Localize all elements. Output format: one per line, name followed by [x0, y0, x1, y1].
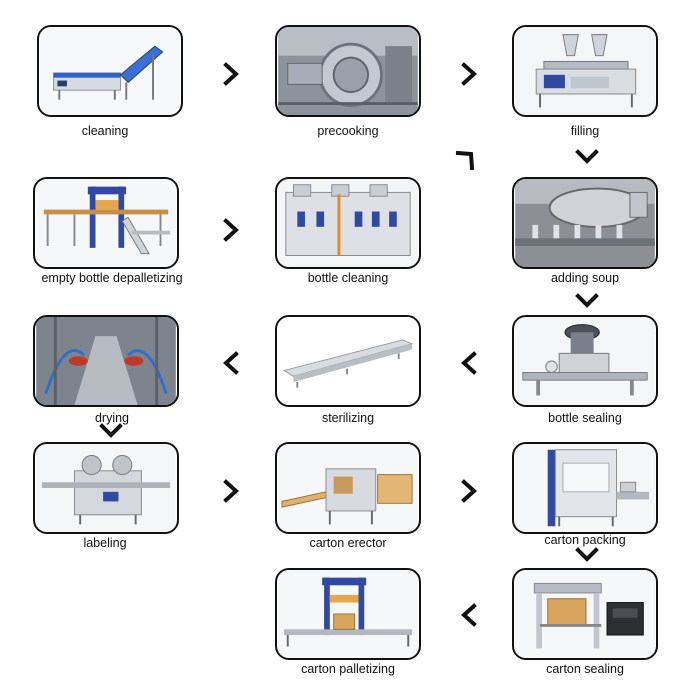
labeler-icon	[36, 444, 176, 532]
arrow-adding-soup-to-bottle-sealing	[575, 290, 599, 312]
case-packer-icon	[515, 444, 655, 532]
step-label: adding soup	[550, 271, 620, 285]
arrow-carton-sealing-to-carton-palletizing	[458, 603, 480, 627]
arrow-bottle-sealing-to-sterilizing	[458, 351, 480, 375]
conveyor-washer-icon	[40, 27, 180, 115]
arrow-carton-packing-to-carton-sealing	[575, 544, 599, 566]
filling-image	[512, 25, 658, 117]
dryer-tunnel-icon	[36, 317, 176, 405]
step-label: cleaning	[81, 124, 129, 138]
carton-palletizing-image	[275, 568, 421, 660]
arrow-carton-erector-to-carton-packing	[458, 479, 480, 503]
step-label: filling	[570, 124, 600, 138]
arrow-precooking-to-filling	[458, 62, 480, 86]
bottle-cleaning-image	[275, 177, 421, 269]
carton-sealer-icon	[515, 570, 655, 658]
step-label: drying	[94, 411, 130, 425]
soup-filler-icon	[515, 179, 655, 267]
step-label: carton sealing	[546, 662, 624, 676]
palletizer-icon	[278, 570, 418, 658]
step-label: carton packing	[544, 533, 626, 547]
depalletizer-icon	[36, 179, 176, 267]
arrow-sterilizing-to-drying	[220, 351, 242, 375]
arrow-bottle-cleaning-to-adding-soup	[455, 150, 477, 172]
sterilizing-image	[275, 315, 421, 407]
sterilizer-conveyor-icon	[278, 317, 418, 405]
capper-icon	[515, 317, 655, 405]
adding-soup-image	[512, 177, 658, 269]
carton-erector-image	[275, 442, 421, 534]
labeling-image	[33, 442, 179, 534]
arrow-labeling-to-carton-erector	[220, 479, 242, 503]
cleaning-image	[37, 25, 183, 117]
step-label: carton erector	[309, 536, 387, 550]
arrow-cleaning-to-precooking	[220, 62, 242, 86]
carton-sealing-image	[512, 568, 658, 660]
step-label: labeling	[83, 536, 127, 550]
step-label: empty bottle depalletizing	[41, 271, 183, 285]
filling-machine-icon	[515, 27, 655, 115]
bottle-washer-icon	[278, 179, 418, 267]
step-label: bottle cleaning	[307, 271, 389, 285]
empty-bottle-depalletizing-image	[33, 177, 179, 269]
bottle-sealing-image	[512, 315, 658, 407]
step-label: precooking	[317, 124, 379, 138]
arrow-filling-to-adding-soup	[575, 146, 599, 168]
precooker-icon	[278, 27, 418, 115]
carton-erector-icon	[278, 444, 418, 532]
arrow-depalletizing-to-bottle-cleaning	[220, 218, 242, 242]
precooking-image	[275, 25, 421, 117]
step-label: carton palletizing	[301, 662, 395, 676]
step-label: sterilizing	[321, 411, 375, 425]
arrow-drying-to-labeling	[99, 420, 123, 442]
drying-image	[33, 315, 179, 407]
step-label: bottle sealing	[548, 411, 622, 425]
carton-packing-image	[512, 442, 658, 534]
